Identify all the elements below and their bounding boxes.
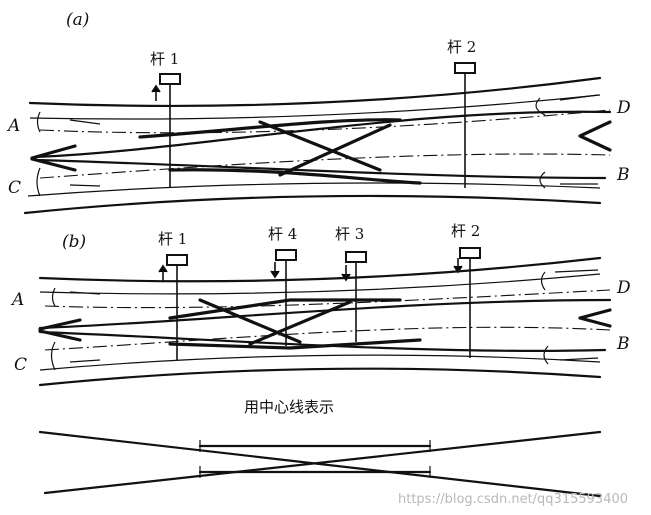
panel-a-end-mark-right-bottom [539,171,598,189]
panel-b-end-mark-right-bottom [543,345,599,365]
panel-b-pole-4-box [275,249,297,261]
panel-b-rail-top [38,256,602,283]
centerline-drawing [38,430,602,498]
panel-b-end-mark-left-bottom [50,341,101,371]
panel-a-frog-left [30,144,77,172]
panel-b-centerline-2 [44,326,611,351]
panel-a-pole-1-box [159,73,181,85]
panel-a-end-mark-left-top [36,111,101,133]
panel-a-turnout-4 [278,123,392,177]
panel-b-end-c: C [14,355,28,375]
panel-b-pole-2-label: 杆 2 [451,222,481,240]
panel-b-end-b: B [617,334,630,354]
panel-b-arrow-1 [158,264,168,281]
panel-a-rail-bottom [23,194,602,215]
panel-b-rail-bottom [38,367,602,387]
panel-b-turnout-1 [168,298,402,320]
panel-b-pole-3-box [345,251,367,263]
panel-b-crossing-2 [38,330,607,353]
panel-a-turnout-3 [258,120,382,172]
panel-b-end-a: A [12,290,25,310]
panel-b-centerline-1 [44,289,611,309]
panel-b-frog-right [578,308,612,328]
panel-b-rail-top-inner [39,273,601,295]
panel-a-rail-bottom-inner [27,182,601,197]
panel-a-end-b: B [617,165,630,185]
panel-a-frog-right [578,120,612,152]
panel-b-pole-1-box [166,254,188,266]
panel-a-rail-top-inner [29,94,601,120]
panel-a-rail-top [28,76,602,108]
panel-b-end-mark-right-top [540,269,599,291]
panel-b-label: (b) [62,232,87,252]
panel-a-turnout-2 [168,168,422,185]
panel-b-pole-1-label: 杆 1 [158,230,188,248]
panel-a-end-d: D [617,98,631,118]
panel-a-arrow-1 [151,84,161,101]
panel-a-end-a: A [8,116,21,136]
panel-a-pole-2-label: 杆 2 [447,38,477,56]
panel-b-crossing-1 [38,298,612,330]
panel-b-end-d: D [617,278,631,298]
centerline-diagonal-1 [38,430,602,498]
panel-a-turnout-1 [138,118,402,139]
panel-a-end-mark-left-bottom [36,167,101,197]
panel-a-pole-1-label: 杆 1 [150,50,180,68]
panel-b-arrow-3 [341,265,351,282]
panel-b-pole-3-label: 杆 3 [335,225,365,243]
panel-a-end-mark-right-top [535,94,599,116]
watermark: https://blog.csdn.net/qq315593400 [398,492,629,507]
panel-b-frog-left [38,318,82,342]
panel-a-crossing-2 [33,158,607,180]
panel-a-label: (a) [66,10,90,30]
panel-a-drawing [23,62,612,215]
panel-b-turnout-2 [168,338,422,350]
centerline-diagonal-2 [43,430,602,495]
panel-a-centerline-1 [39,109,611,134]
panel-a-end-c: C [8,178,22,198]
panel-b-pole-2-box [459,247,481,259]
panel-b-arrow-4 [270,262,280,279]
panel-a-pole-2-box [454,62,476,74]
centerline-caption: 用中心线表示 [244,398,335,416]
panel-b-pole-4-label: 杆 4 [268,225,298,243]
panel-b-turnout-4 [248,300,352,346]
panel-b-arrow-2 [453,258,463,274]
panel-b-drawing [38,247,612,387]
panel-b-rail-bottom-inner [39,354,601,371]
panel-a-centerline-2 [39,153,611,179]
panel-b-end-mark-left-top [51,287,101,307]
